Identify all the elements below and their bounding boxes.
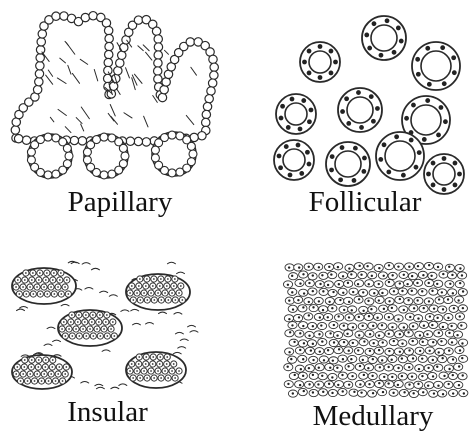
follicular-caption: Follicular (270, 186, 460, 219)
follicular-drawing (276, 14, 456, 194)
insular-drawing (6, 256, 206, 396)
insular-caption: Insular (20, 396, 195, 429)
medullary-drawing (282, 260, 467, 400)
medullary-caption: Medullary (278, 400, 468, 433)
papillary-drawing (8, 8, 228, 188)
papillary-caption: Papillary (20, 186, 220, 219)
